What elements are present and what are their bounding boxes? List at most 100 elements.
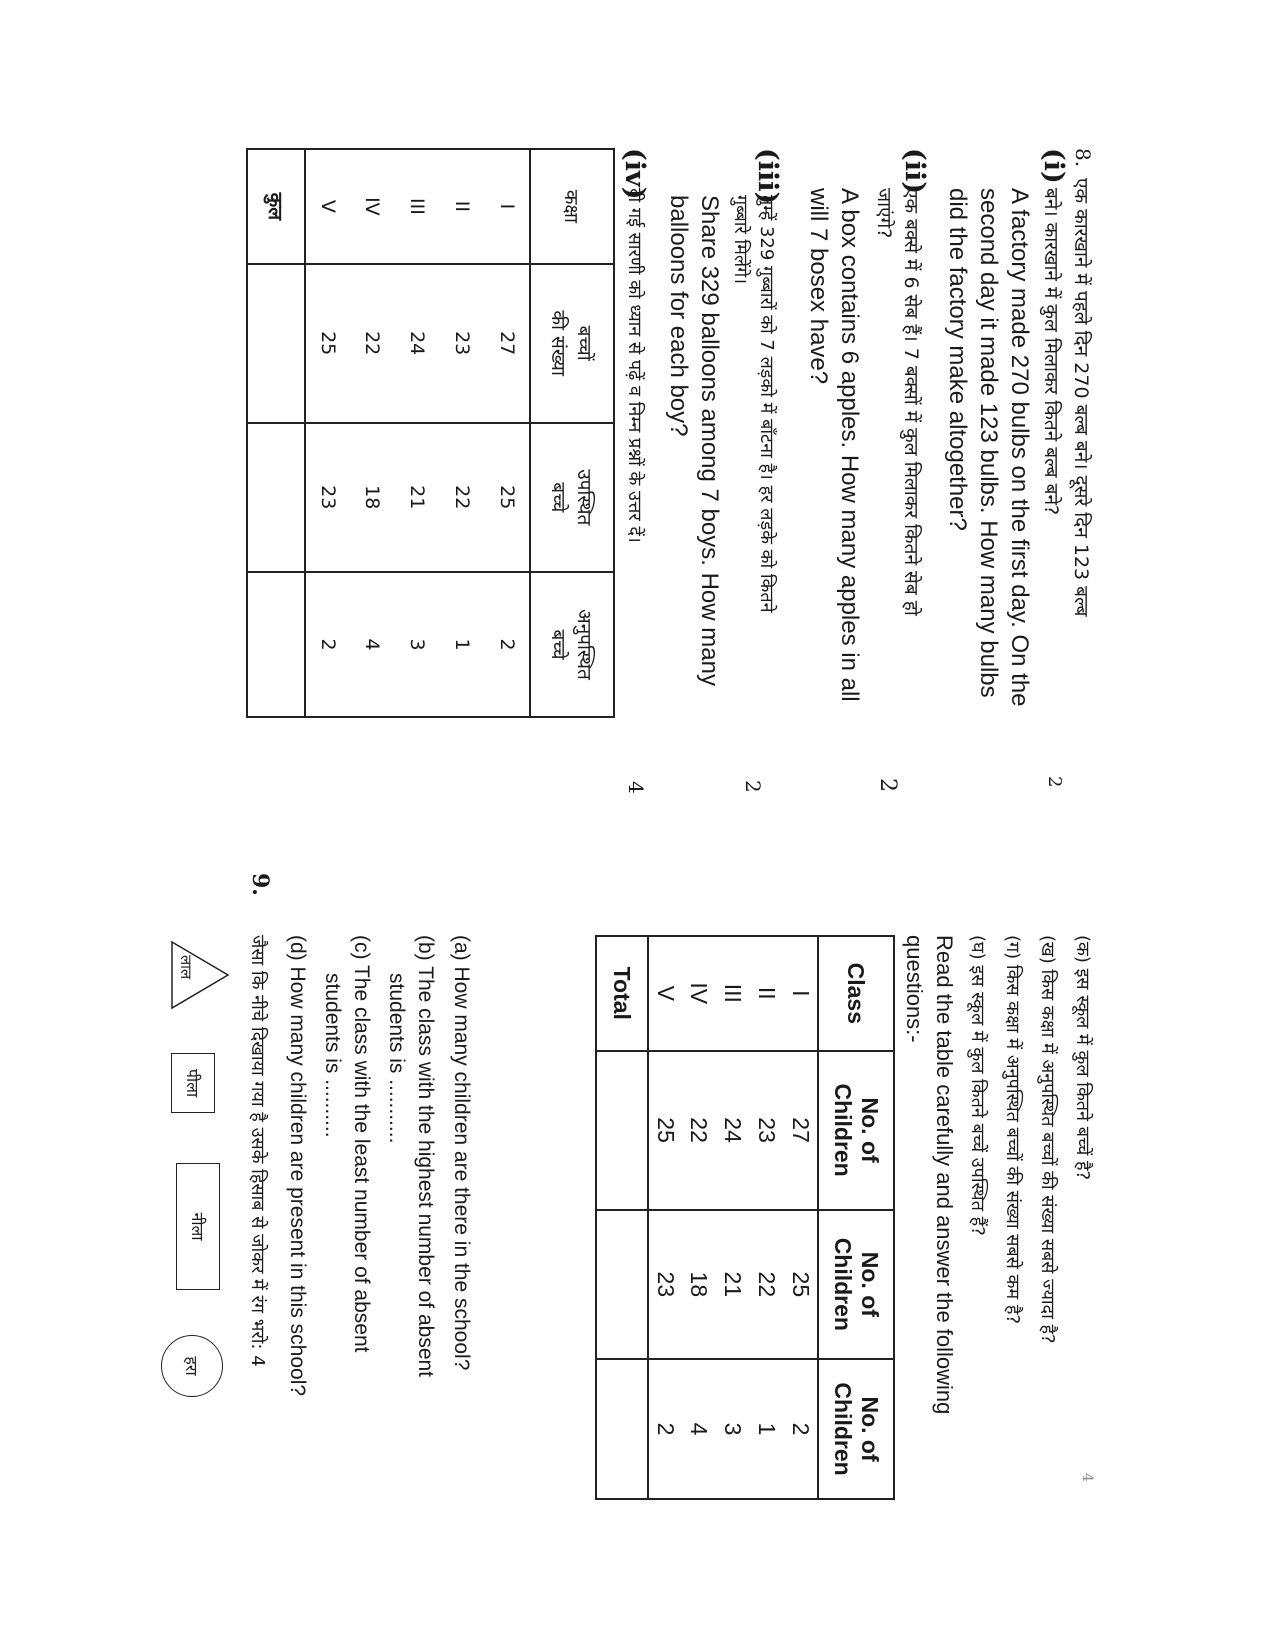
table-cell: I (485, 149, 530, 264)
table-cell: 2 (648, 1359, 682, 1499)
table-cell (247, 422, 305, 572)
question-8-i-hindi: बने। कारखाने में कुल मिलाकर कितने बल्ब ब… (1040, 188, 1062, 516)
large-rectangle-label: नीला (188, 1212, 207, 1241)
header-class: कक्षा (530, 149, 614, 264)
question-8-iii-hindi-line-2: गुब्बारे मिलेंगे। (730, 195, 751, 285)
table-cell: 23 (305, 422, 350, 572)
table-total-row: कुल (247, 149, 305, 717)
question-8-i-english-line-3: did the factory make altogether? (944, 188, 971, 531)
triangle-icon (171, 940, 230, 1010)
table-cell: 24 (395, 263, 440, 423)
table-cell: 4 (350, 571, 395, 717)
table-cell: 23 (440, 263, 485, 423)
table-cell: II (750, 936, 784, 1051)
question-8-ii-hindi-line-1: एक बक्से में 6 सेब हैं। 7 बक्सों में कुल… (900, 188, 922, 616)
total-label: Total (596, 936, 648, 1051)
table-cell (596, 1050, 648, 1210)
table-cell: 3 (716, 1359, 750, 1499)
table-cell: 18 (682, 1209, 716, 1360)
table-cell (596, 1359, 648, 1499)
question-9-number: 9. (247, 873, 273, 896)
table-cell: 22 (682, 1050, 716, 1210)
table-cell: 25 (485, 422, 530, 572)
question-9-text: जैसा कि नीचे दिखाया गया है उसके हिसाब से… (247, 935, 268, 1367)
question-8-iii-hindi-line-1: तुम्हें 329 गुब्बारों को 7 लड़को में बाँ… (756, 195, 777, 613)
table-cell: 4 (682, 1359, 716, 1499)
small-rectangle-shape: पीला (171, 1053, 215, 1113)
hindi-question-ka: (क) इस स्कूल में कुल कितने बच्चें है? (1072, 935, 1093, 1181)
table-cell (247, 571, 305, 717)
table-cell: 27 (784, 1050, 818, 1210)
table-cell: 21 (395, 422, 440, 572)
table-cell: 1 (750, 1359, 784, 1499)
table-cell: 25 (305, 263, 350, 423)
read-table-instruction-line-1: Read the table carefully and answer the … (932, 935, 957, 1415)
question-8-intro-hindi: एक कारखाने में पहले दिन 270 बल्ब बने। दू… (1070, 178, 1092, 617)
table-cell: 23 (750, 1050, 784, 1210)
question-8-ii-hindi-line-2: जाएंगे? (873, 188, 895, 239)
total-label: कुल (247, 149, 305, 264)
hindi-question-ga: (ग) किस कक्षा में अनुपस्थित बच्चों की सं… (1002, 935, 1023, 1324)
question-8-ii-marks: 2 (875, 778, 900, 792)
question-8-iii-english-line-1: Share 329 balloons among 7 boys. How man… (696, 195, 723, 686)
table-cell: 23 (648, 1209, 682, 1360)
english-question-a: (a) How many children are there in the s… (450, 935, 473, 1371)
table-cell: 18 (350, 422, 395, 572)
question-8-number: 8. (1071, 148, 1095, 168)
question-8-ii-english-line-1: A box contains 6 apples. How many apples… (836, 188, 863, 702)
table-cell: III (716, 936, 750, 1051)
question-8-ii-english-line-2: will 7 bosex have? (805, 188, 832, 385)
table-cell: 21 (716, 1209, 750, 1360)
question-8-iv-marks: 4 (624, 781, 648, 794)
table-cell: 1 (440, 571, 485, 717)
english-question-c-line-2: students is .......... (321, 973, 344, 1138)
table-cell: 25 (784, 1209, 818, 1360)
question-8-iii-marks: 2 (741, 780, 765, 793)
table-cell: V (305, 149, 350, 264)
question-8-iv-marks-right: 4 (1079, 1473, 1095, 1482)
table-cell: IV (350, 149, 395, 264)
table-cell: 22 (440, 422, 485, 572)
table-cell: II (440, 149, 485, 264)
read-table-instruction-line-2: questions:- (902, 935, 927, 1043)
question-8-i-english-line-1: A factory made 270 bulbs on the first da… (1006, 188, 1033, 707)
table-cell: 2 (485, 571, 530, 717)
table-cell: III (395, 149, 440, 264)
table-total-row: Total (596, 936, 648, 1499)
header-total-children: बच्चोंकी संख्या (530, 263, 614, 423)
table-cell: IV (682, 936, 716, 1051)
triangle-shape: लाल (170, 940, 230, 1010)
header-class: Class (818, 936, 894, 1051)
table-cell: 22 (750, 1209, 784, 1360)
question-8-iv-hindi: दी गई सारणी को ध्यान से पढ़ें व निम्न प्… (624, 188, 645, 543)
circle-shape: हरा (161, 1335, 223, 1397)
english-question-c-line-1: (c) The class with the least number of a… (350, 935, 373, 1353)
question-8-i-label: (i) (1038, 148, 1069, 184)
english-question-d: (d) How many children are present in thi… (286, 935, 309, 1397)
triangle-label: लाल (177, 955, 195, 980)
table-cell: 2 (784, 1359, 818, 1499)
table-cell (596, 1209, 648, 1360)
table-cell: V (648, 936, 682, 1051)
hindi-question-gha: (घ) इस स्कूल में कुल कितने बच्चें उपस्थि… (967, 935, 988, 1236)
small-rectangle-label: पीला (183, 1068, 202, 1098)
question-8-i-english-line-2: second day it made 123 bulbs. How many b… (975, 188, 1002, 698)
table-cell (247, 263, 305, 423)
